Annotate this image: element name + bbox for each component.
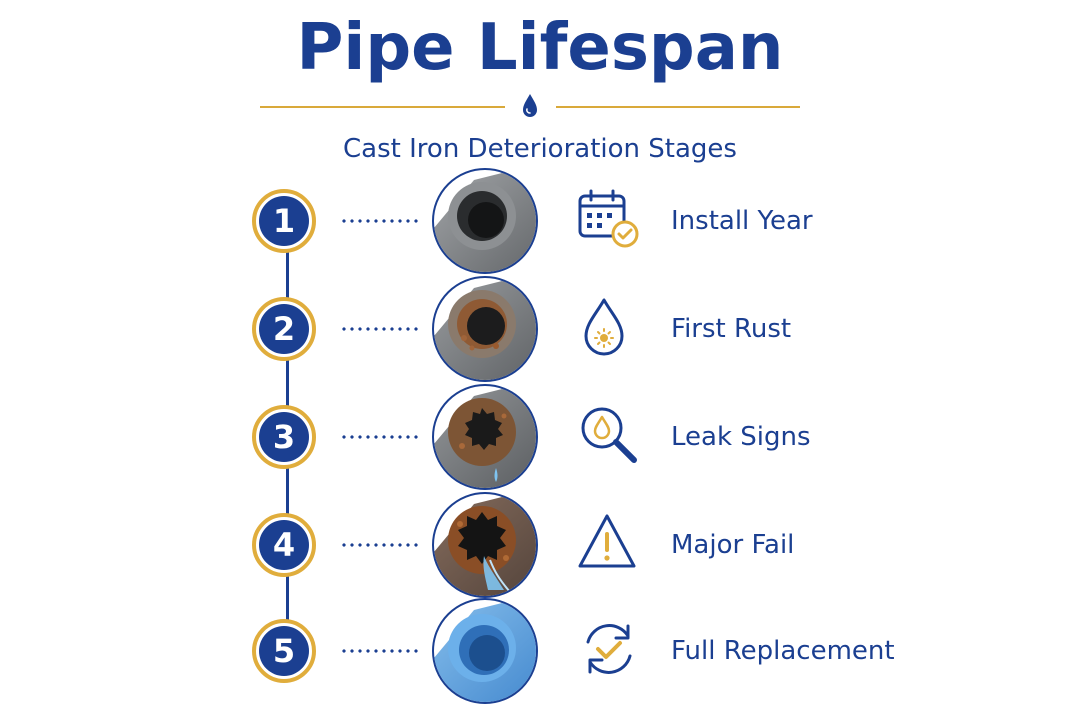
stage-number: 4	[259, 520, 309, 570]
warning-triangle-icon	[578, 514, 636, 568]
stage-label: Full Replacement	[671, 636, 895, 666]
stage-label: First Rust	[671, 314, 792, 344]
stage-label: Install Year	[671, 206, 813, 236]
stage-number-badge: 2	[252, 297, 316, 361]
stage-3: 3 Leak Signs	[0, 384, 1080, 492]
page-subtitle: Cast Iron Deterioration Stages	[343, 134, 737, 164]
title-divider-right	[556, 106, 800, 108]
stage-number-badge: 4	[252, 513, 316, 577]
stage-label: Leak Signs	[671, 422, 811, 452]
pipe-corroded-burst-image	[432, 492, 538, 598]
stage-5: 5 Full Replacement	[0, 598, 1080, 706]
dotted-connector	[340, 219, 418, 223]
dotted-connector	[340, 543, 418, 547]
pipe-leaking-image	[432, 384, 538, 490]
stage-1: 1 Install Year	[0, 168, 1080, 276]
dotted-connector	[340, 327, 418, 331]
rust-drop-icon	[584, 298, 624, 356]
stage-number-badge: 5	[252, 619, 316, 683]
pipe-new-pvc-image	[432, 598, 538, 704]
pipe-new-cast-iron-image	[432, 168, 538, 274]
calendar-check-icon	[578, 189, 639, 248]
title-divider-left	[260, 106, 505, 108]
stage-label: Major Fail	[671, 530, 795, 560]
stage-number: 3	[259, 412, 309, 462]
dotted-connector	[340, 435, 418, 439]
magnify-drop-icon	[581, 407, 637, 463]
stage-number: 1	[259, 196, 309, 246]
pipe-light-rust-image	[432, 276, 538, 382]
dotted-connector	[340, 649, 418, 653]
stage-number: 2	[259, 304, 309, 354]
stage-number-badge: 1	[252, 189, 316, 253]
page-title: Pipe Lifespan	[296, 11, 784, 85]
stage-number-badge: 3	[252, 405, 316, 469]
stage-2: 2	[0, 276, 1080, 384]
stage-4: 4 Major Fail	[0, 492, 1080, 600]
refresh-check-icon	[586, 624, 632, 674]
water-drop-icon	[523, 94, 537, 117]
stage-number: 5	[259, 626, 309, 676]
